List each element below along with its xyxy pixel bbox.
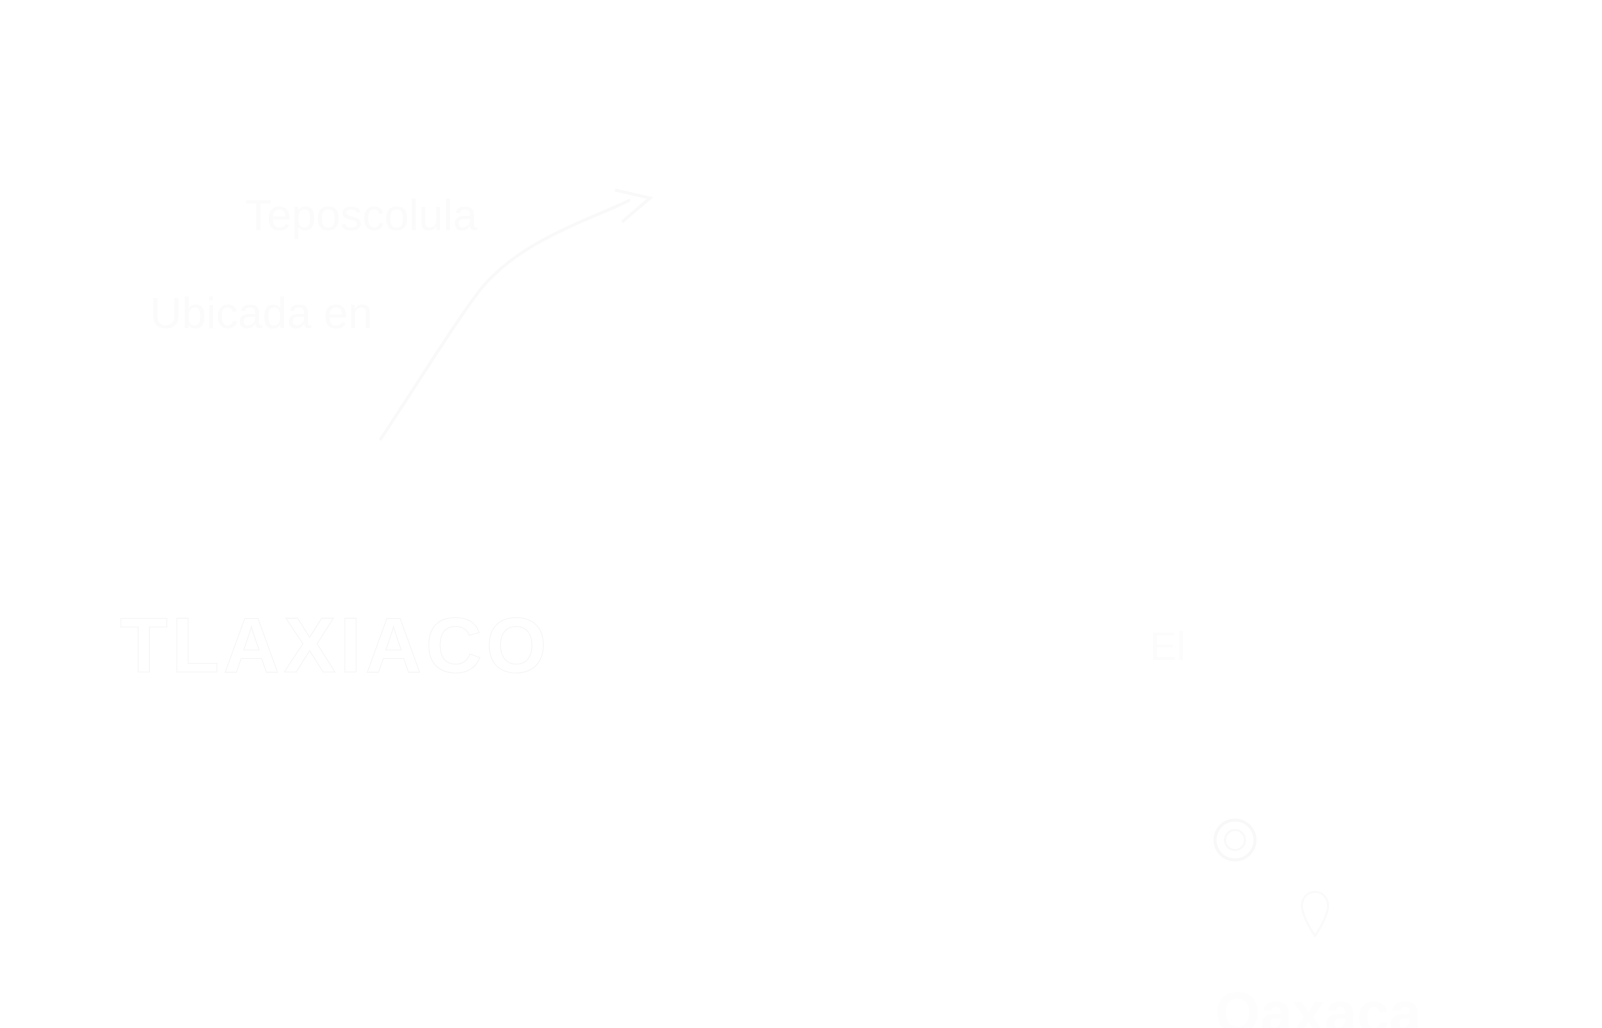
hero-headline-line-1: Teposcolula (245, 191, 478, 240)
swoosh-icon (378, 188, 654, 441)
location-title: TLAXIACO (120, 601, 551, 690)
circle-icon (1213, 818, 1257, 862)
hero-headline-line-2: Ubicada en (150, 289, 373, 338)
right-heading: El (1150, 625, 1186, 669)
region-label: Oaxaca (1215, 981, 1422, 1028)
map-marker-icon (1300, 890, 1330, 938)
